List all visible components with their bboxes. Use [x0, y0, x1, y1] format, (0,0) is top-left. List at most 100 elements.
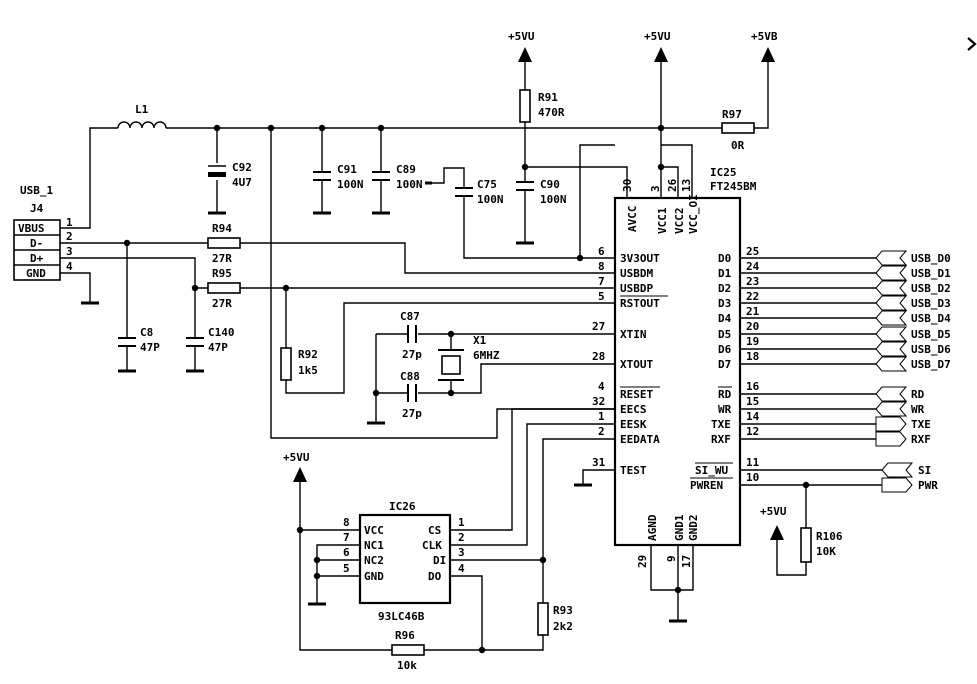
r96-ref: R96 [395, 629, 415, 642]
r96-val: 10k [397, 659, 417, 672]
flag-wr: WR [875, 401, 925, 417]
capacitor-c87: C87 27p [400, 310, 422, 361]
ic25-num-9: 9 [665, 555, 678, 562]
c75-val: 100N [477, 193, 504, 206]
partial-arrow-mark [967, 37, 977, 51]
ic25-pin-d0: D0 [718, 252, 731, 265]
r95-val: 27R [212, 297, 232, 310]
resistor-r106: R106 10K [800, 527, 843, 563]
ic25-pin-xtin: XTIN [620, 328, 647, 341]
j4-pin-dminus: D- [30, 237, 43, 250]
ic25-num-17: 17 [680, 555, 693, 568]
ic25-num-13: 13 [680, 179, 693, 192]
ic25-num-8: 8 [598, 260, 605, 273]
ic26-part: 93LC46B [378, 610, 425, 623]
j4-pin-dplus: D+ [30, 252, 44, 265]
ic25-num-25: 25 [746, 245, 759, 258]
ic25-num-24: 24 [746, 260, 760, 273]
ic25-num-30: 30 [621, 179, 634, 192]
connector-j4: USB_1 J4 VBUS D- D+ GND 1 2 3 4 [13, 184, 73, 281]
ic26-num-1: 1 [458, 516, 465, 529]
ic25-pin-vcc-oi: VCC_OI [687, 194, 700, 234]
ic25-pin-txe: TXE [711, 418, 731, 431]
c87-ref: C87 [400, 310, 420, 323]
ic25-num-27: 27 [592, 320, 605, 333]
svg-text:RD: RD [911, 388, 925, 401]
r93-val: 2k2 [553, 620, 573, 633]
ic25-num-29: 29 [636, 555, 649, 568]
ic26-pin-clk: CLK [422, 539, 442, 552]
ic26-93lc46b: IC26 93LC46B VCC NC1 NC2 GND CS CLK DI D… [343, 500, 465, 623]
crystal-x1: X1 6MHZ [438, 334, 500, 381]
c75-ref: C75 [477, 178, 497, 191]
ic25-pin-gnd2: GND2 [687, 515, 700, 542]
capacitor-c92: C92 4U7 [208, 161, 252, 189]
j4-num-4: 4 [66, 260, 73, 273]
r94-val: 27R [212, 252, 232, 265]
c91-val: 100N [337, 178, 364, 191]
ic25-num-7: 7 [598, 275, 605, 288]
ic25-pin-wr: WR [718, 403, 732, 416]
resistor-r91: R91 470R [519, 89, 565, 123]
ic25-num-3: 3 [649, 185, 662, 192]
x1-val: 6MHZ [473, 349, 500, 362]
c88-ref: C88 [400, 370, 420, 383]
ic26-pin-gnd: GND [364, 570, 384, 583]
svg-text:USB_D2: USB_D2 [911, 282, 951, 295]
resistor-r93: R93 2k2 [537, 602, 573, 636]
ic26-pin-cs: CS [428, 524, 441, 537]
flag-si: SI [881, 462, 931, 478]
j4-num-3: 3 [66, 245, 73, 258]
ic25-num-31: 31 [592, 456, 606, 469]
ic26-num-2: 2 [458, 531, 465, 544]
net-flags: USB_D0 USB_D1 USB_D2 USB_D3 USB_D4 USB_D… [875, 250, 951, 493]
l1-ref: L1 [135, 103, 149, 116]
r97-ref: R97 [722, 108, 742, 121]
capacitor-c88: C88 27p [400, 370, 422, 420]
ic25-pin-d4: D4 [718, 312, 732, 325]
ic25-pin-rxf: RXF [711, 433, 731, 446]
c140-ref: C140 [208, 326, 235, 339]
resistor-r94: R94 27R [207, 222, 241, 265]
inductor-l1: L1 [117, 103, 167, 129]
j4-name: USB_1 [20, 184, 53, 197]
r95-ref: R95 [212, 267, 232, 280]
r91-val: 470R [538, 106, 565, 119]
svg-text:USB_D3: USB_D3 [911, 297, 951, 310]
ic25-pin-3v3out: 3V3OUT [620, 252, 660, 265]
svg-text:USB_D6: USB_D6 [911, 343, 951, 356]
flag-usb-d7: USB_D7 [875, 356, 951, 372]
capacitor-c91: C91 100N [313, 163, 364, 191]
capacitor-c75: C75 100N [455, 178, 504, 206]
r94-ref: R94 [212, 222, 232, 235]
ic26-pin-vcc: VCC [364, 524, 384, 537]
flag-rxf: RXF [875, 431, 931, 447]
c91-ref: C91 [337, 163, 357, 176]
ic25-pin-d6: D6 [718, 343, 732, 356]
ic26-num-5: 5 [343, 562, 350, 575]
ic25-num-16: 16 [746, 380, 760, 393]
flag-rd: RD [875, 386, 925, 402]
flag-usb-d6: USB_D6 [875, 341, 951, 357]
ic25-num-2: 2 [598, 425, 605, 438]
ic25-num-32: 32 [592, 395, 605, 408]
svg-text:USB_D0: USB_D0 [911, 252, 951, 265]
r93-ref: R93 [553, 604, 573, 617]
flag-txe: TXE [875, 416, 931, 432]
r92-val: 1k5 [298, 364, 318, 377]
ic25-num-11: 11 [746, 456, 760, 469]
ic25-pin-pwren: PWREN [690, 479, 723, 492]
ic25-pin-vcc2: VCC2 [673, 208, 686, 235]
power-label-5vu-ic26: +5VU [283, 451, 310, 464]
svg-text:USB_D4: USB_D4 [911, 312, 951, 325]
c89-val: 100N [396, 178, 423, 191]
ic25-part: FT245BM [710, 180, 757, 193]
r92-ref: R92 [298, 348, 318, 361]
ic25-pin-si-wu: SI_WU [695, 464, 728, 477]
ic25-pin-d7: D7 [718, 358, 731, 371]
ic25-num-26: 26 [666, 178, 679, 192]
c140-val: 47P [208, 341, 228, 354]
svg-text:TXE: TXE [911, 418, 931, 431]
svg-text:WR: WR [911, 403, 925, 416]
ic25-num-21: 21 [746, 305, 760, 318]
